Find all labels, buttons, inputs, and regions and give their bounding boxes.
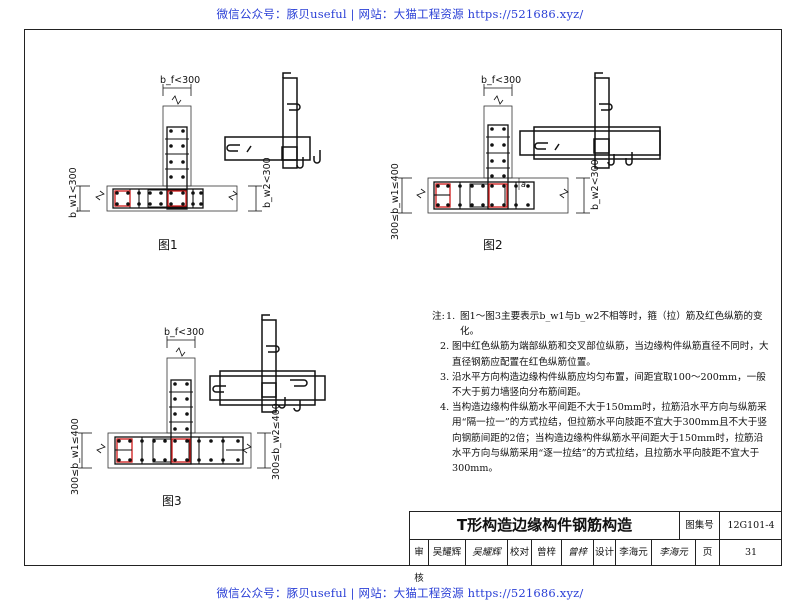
design-signature: 李海元 bbox=[652, 540, 696, 566]
drawing-title: T形构造边缘构件钢筋构造 bbox=[410, 512, 680, 540]
review-name: 吴耀辉 bbox=[429, 540, 466, 566]
drawing-frame bbox=[24, 29, 782, 566]
check-signature: 曾梓 bbox=[562, 540, 594, 566]
check-label: 校对 bbox=[508, 540, 532, 566]
page-label: 页 bbox=[696, 540, 720, 566]
page-number: 31 bbox=[744, 547, 758, 558]
notes-block: 注: 1.图1～图3主要表示b_w1与b_w2不相等时，箍（拉）筋及红色纵筋的变… bbox=[432, 309, 772, 476]
watermark-bottom: 微信公众号：豚贝useful | 网站：大猫工程资源 https://52168… bbox=[216, 586, 584, 600]
check-name: 曾梓 bbox=[532, 540, 562, 566]
note-text: 图中红色纵筋为端部纵筋和交叉部位纵筋，当边缘构件纵筋直径不同时，大直径钢筋应配置… bbox=[452, 341, 769, 368]
fig2-dim-a: a bbox=[521, 180, 526, 189]
atlas-label: 图集号 bbox=[680, 512, 720, 540]
design-name: 李海元 bbox=[616, 540, 652, 566]
note-text: 沿水平方向构造边缘构件纵筋应均匀布置，间距宜取100～200mm，一般不大于剪力… bbox=[452, 371, 766, 399]
fig1-dim-flange: b_f<300 bbox=[160, 75, 200, 86]
fig2-dim-flange: b_f<300 bbox=[481, 75, 521, 86]
figure-1-detail bbox=[224, 72, 321, 169]
notes-heading: 注: bbox=[432, 311, 445, 322]
fig1-dim-left: b_w1<300 bbox=[68, 167, 79, 218]
note-item: 1.图1～图3主要表示b_w1与b_w2不相等时，箍（拉）筋及红色纵筋的变化。 bbox=[446, 311, 763, 338]
note-item: 2.图中红色纵筋为端部纵筋和交叉部位纵筋，当边缘构件纵筋直径不同时，大直径钢筋应… bbox=[440, 341, 769, 368]
note-text: 当构造边缘构件纵筋水平间距不大于150mm时，拉筋沿水平方向与纵筋采用“隔一拉一… bbox=[452, 402, 767, 475]
figure-3-section bbox=[78, 336, 271, 469]
figure-2-label: 图2 bbox=[483, 238, 503, 252]
design-label: 设计 bbox=[594, 540, 616, 566]
figure-3-detail bbox=[209, 314, 326, 413]
title-block: T形构造边缘构件钢筋构造 图集号 12G101-4 审核 吴耀辉 吴耀辉 校对 … bbox=[409, 511, 782, 584]
note-text: 图1～图3主要表示b_w1与b_w2不相等时，箍（拉）筋及红色纵筋的变化。 bbox=[460, 311, 763, 338]
review-signature: 吴耀辉 bbox=[466, 540, 508, 566]
figure-3-label: 图3 bbox=[162, 494, 182, 508]
fig3-dim-left: 300≤b_w1≤400 bbox=[70, 418, 81, 495]
fig3-dim-right: 300≤b_w2≤400 bbox=[271, 403, 282, 480]
note-item: 3.沿水平方向构造边缘构件纵筋应均匀布置，间距宜取100～200mm，一般不大于… bbox=[440, 371, 766, 399]
watermark-top: 微信公众号：豚贝useful | 网站：大猫工程资源 https://52168… bbox=[216, 7, 584, 21]
note-item: 4.当构造边缘构件纵筋水平间距不大于150mm时，拉筋沿水平方向与纵筋采用“隔一… bbox=[440, 402, 767, 475]
fig1-dim-right: b_w2<300 bbox=[262, 157, 273, 208]
figure-2-detail bbox=[519, 72, 661, 169]
fig2-dim-right: b_w2<300 bbox=[590, 159, 601, 210]
review-label: 审核 bbox=[410, 540, 429, 584]
fig3-dim-flange: b_f<300 bbox=[164, 327, 204, 338]
fig2-dim-left: 300≤b_w1≤400 bbox=[390, 163, 401, 240]
figure-1-label: 图1 bbox=[158, 238, 178, 252]
atlas-number: 12G101-4 bbox=[720, 512, 782, 540]
figure-2-section bbox=[398, 84, 590, 214]
figure-1-section bbox=[76, 84, 262, 212]
